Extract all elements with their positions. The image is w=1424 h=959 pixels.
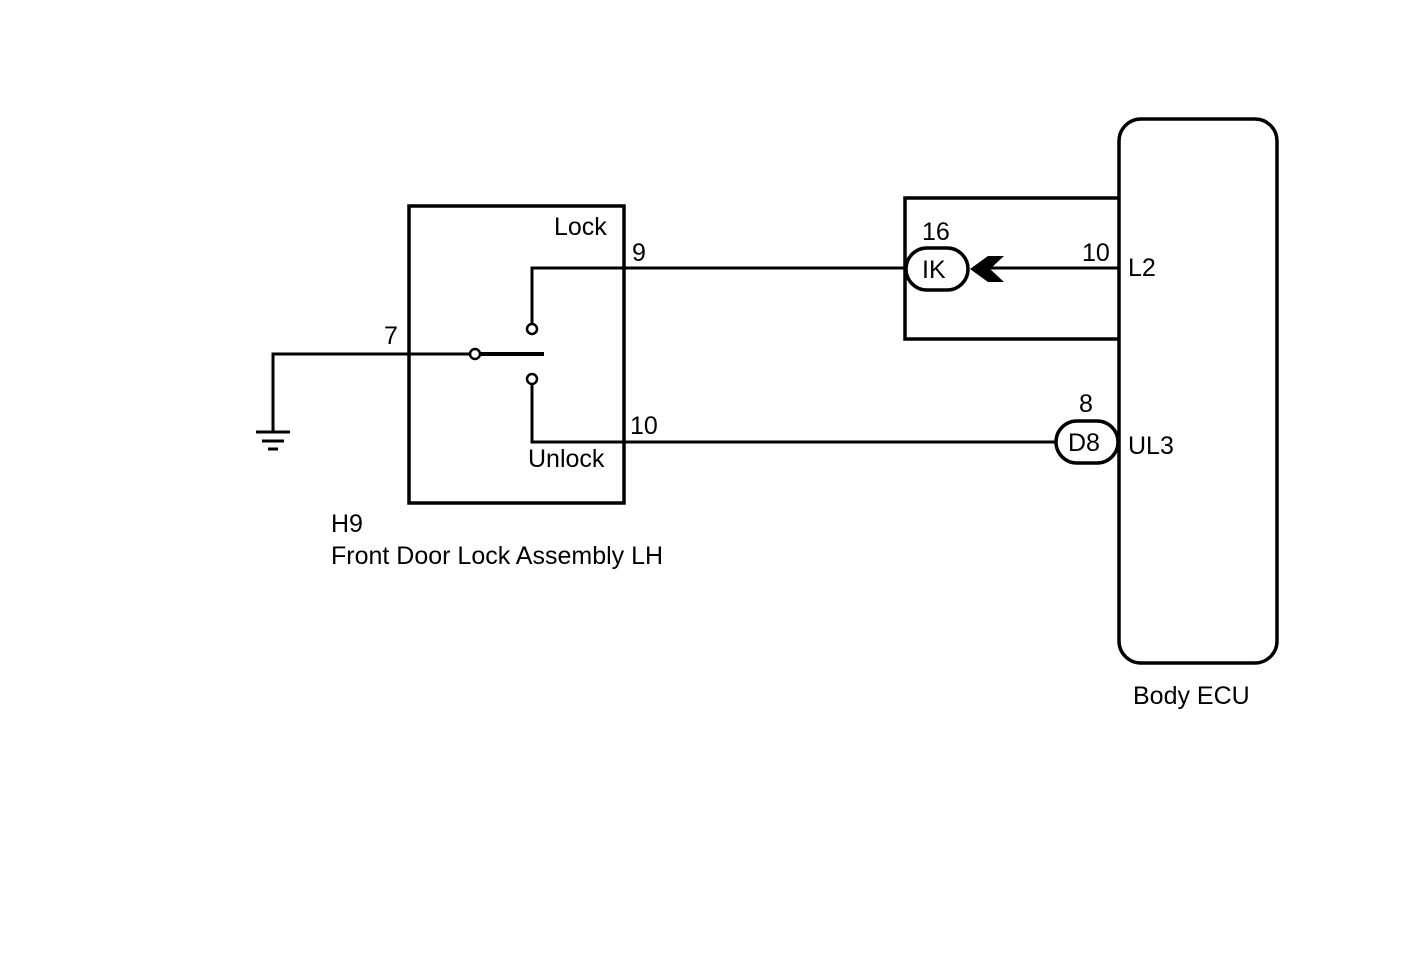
ground-circuit: 7 [256,322,470,451]
ik-connector-label: IK [922,256,946,284]
unlock-contact [525,372,539,386]
ik-connector [904,246,970,292]
body-ecu-box [1117,117,1279,665]
lock-signal-circuit: 9 [624,239,906,270]
unlock-contact-wire [530,384,624,444]
lock-contact-wire [530,266,624,324]
door-lock-assembly: Lock Unlock H9 Front Door Lock Assembly … [331,204,663,570]
ecu-terminal-ul3: UL3 [1128,432,1174,460]
body-ecu: L2 UL3 Body ECU [1117,117,1279,710]
unlock-label: Unlock [528,445,605,473]
component-name: Front Door Lock Assembly LH [331,542,663,570]
ik-pin-label: 16 [922,218,950,246]
body-ecu-name: Body ECU [1133,682,1250,710]
ground-symbol-icon [256,430,290,451]
d8-connector-label: D8 [1068,429,1100,457]
ground-wire [271,352,470,432]
d8-pin-label: 8 [1079,390,1093,418]
pin-7-label: 7 [384,322,398,350]
switch-pivot-contact [468,347,482,361]
component-code: H9 [331,510,363,538]
lock-contact [525,322,539,336]
lock-switch [468,266,624,444]
ecu-pin-10-label: 10 [1082,239,1110,267]
ecu-terminal-l2: L2 [1128,254,1156,282]
ik-junction: IK 16 10 [903,196,1119,341]
pin-10-label: 10 [630,412,658,440]
connector-arrow-icon [970,256,1004,282]
lock-label: Lock [554,213,607,241]
pin-9-label: 9 [632,239,646,267]
unlock-signal-circuit: 10 D8 8 [624,390,1120,465]
